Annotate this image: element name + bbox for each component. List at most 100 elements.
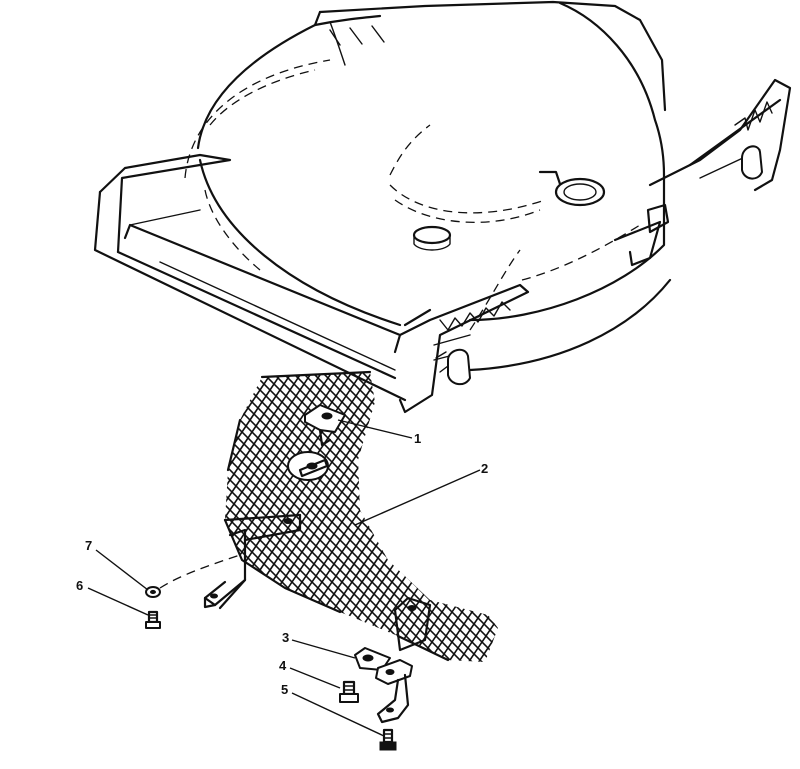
- mesh-line: [225, 372, 321, 662]
- mesh-line: [610, 360, 800, 690]
- mesh-line: [225, 372, 251, 662]
- mesh-line: [225, 372, 401, 662]
- mesh-line: [0, 360, 90, 690]
- mesh-line: [0, 360, 60, 690]
- mesh-line: [640, 360, 800, 690]
- mesh-line: [0, 360, 40, 690]
- mesh-line: [469, 372, 498, 662]
- mesh-line: [720, 360, 800, 690]
- mesh-line: [225, 372, 231, 662]
- mesh-line: [225, 372, 498, 662]
- callout-6: 6: [76, 578, 83, 593]
- mesh-line: [510, 360, 730, 690]
- mesh-line: [419, 372, 498, 662]
- mesh-line: [269, 372, 491, 662]
- mesh-line: [770, 360, 800, 690]
- mesh-line: [0, 360, 20, 690]
- mesh-line: [570, 360, 790, 690]
- clamp-bracket: [354, 647, 413, 724]
- mesh-line: [0, 360, 170, 690]
- mesh-line: [329, 372, 498, 662]
- callout-1: 1: [414, 431, 421, 446]
- mesh-line: [500, 360, 720, 690]
- mesh-line: [740, 360, 800, 690]
- screen-clip-mid: [287, 451, 329, 481]
- mesh-line: [540, 360, 800, 690]
- mesh-line: [530, 360, 750, 690]
- mesh-line: [0, 360, 110, 690]
- mesh-line: [730, 360, 800, 690]
- mesh-line: [459, 372, 498, 662]
- mesh-line: [225, 372, 331, 662]
- callout-2: 2: [481, 461, 488, 476]
- mesh-line: [225, 372, 498, 662]
- callout-7: 7: [85, 538, 92, 553]
- mesh-line: [0, 360, 160, 690]
- mesh-line: [600, 360, 800, 690]
- mesh-line: [580, 360, 800, 690]
- mesh-line: [760, 360, 800, 690]
- mesh-line: [0, 360, 210, 690]
- mesh-line: [690, 360, 800, 690]
- mesh-line: [660, 360, 800, 690]
- mesh-line: [0, 360, 30, 690]
- mesh-line: [225, 372, 271, 662]
- mesh-line: [690, 360, 800, 690]
- mesh-line: [600, 360, 800, 690]
- mesh-line: [630, 360, 800, 690]
- screen-side-bracket: [393, 596, 432, 652]
- mesh-line: [700, 360, 800, 690]
- mesh-line: [680, 360, 800, 690]
- mesh-line: [0, 360, 200, 690]
- callout-labels: 1 2 3 4 5 6 7: [76, 431, 488, 697]
- mesh-line: [469, 372, 498, 662]
- mesh-line: [510, 360, 800, 690]
- mesh-line: [680, 360, 800, 690]
- mesh-line: [0, 360, 40, 690]
- mesh-line: [770, 360, 800, 690]
- mesh-line: [640, 360, 800, 690]
- mesh-line: [225, 372, 311, 662]
- mesh-line: [225, 372, 291, 662]
- mesh-line: [339, 372, 498, 662]
- mesh-line: [225, 372, 241, 662]
- mesh-line: [0, 360, 180, 690]
- mesh-line: [0, 360, 100, 690]
- mesh-line: [620, 360, 800, 690]
- mesh-line: [0, 360, 50, 690]
- mesh-line: [710, 360, 800, 690]
- mesh-line: [790, 360, 800, 690]
- mesh-line: [0, 360, 160, 690]
- washer-part-7: [145, 586, 161, 598]
- mesh-line: [225, 372, 251, 662]
- mower-deck-housing: [93, 0, 792, 414]
- mesh-line: [670, 360, 800, 690]
- mesh-line: [0, 360, 20, 690]
- mesh-line: [225, 372, 431, 662]
- mesh-line: [590, 360, 800, 690]
- mesh-line: [650, 360, 800, 690]
- mesh-line: [0, 360, 10, 690]
- mesh-line: [0, 360, 130, 690]
- mesh-line: [0, 360, 80, 690]
- mesh-line: [550, 360, 800, 690]
- mesh-line: [760, 360, 800, 690]
- mesh-line: [0, 360, 210, 690]
- mesh-line: [319, 372, 498, 662]
- mesh-line: [630, 360, 800, 690]
- mesh-line: [225, 372, 311, 662]
- mesh-line: [0, 360, 30, 690]
- callout-4: 4: [279, 658, 287, 673]
- mesh-line: [0, 360, 120, 690]
- mesh-line: [0, 360, 130, 690]
- mesh-line: [459, 372, 498, 662]
- mesh-line: [750, 360, 800, 690]
- mesh-line: [0, 360, 50, 690]
- mesh-line: [225, 372, 281, 662]
- mesh-line: [225, 372, 391, 662]
- mounting-rod-bracket: [203, 513, 302, 610]
- mesh-line: [225, 372, 241, 662]
- mesh-line: [225, 372, 321, 662]
- mesh-line: [0, 360, 220, 690]
